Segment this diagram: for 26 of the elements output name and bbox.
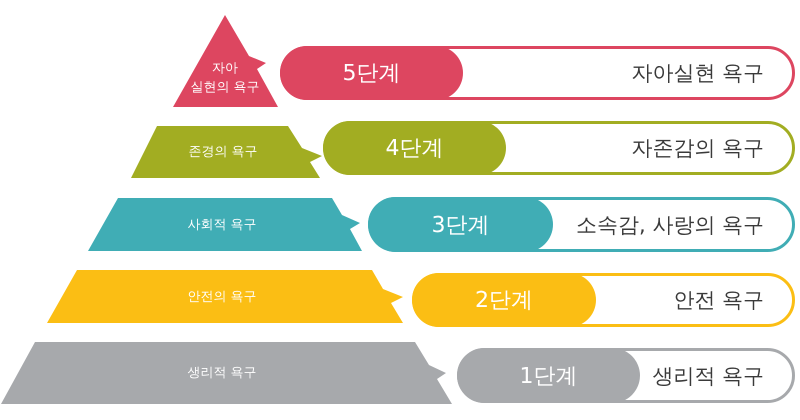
pyramid-tier bbox=[131, 126, 322, 178]
stage-badge bbox=[280, 46, 463, 100]
tier-label: 생리적 욕구 bbox=[187, 364, 257, 382]
pyramid-tier bbox=[88, 198, 362, 251]
pyramid-tier bbox=[1, 342, 452, 404]
stage-bar bbox=[412, 273, 795, 327]
need-label: 안전 욕구 bbox=[673, 287, 764, 314]
stage-badge bbox=[412, 273, 596, 327]
need-label: 소속감, 사랑의 욕구 bbox=[576, 212, 764, 238]
stage-badge bbox=[323, 121, 506, 175]
need-label: 생리적 욕구 bbox=[652, 362, 764, 390]
stage-label: 4단계 bbox=[386, 135, 444, 163]
stage-label: 3단계 bbox=[432, 212, 490, 240]
stage-label: 1단계 bbox=[520, 362, 578, 390]
tier-label: 존경의 욕구 bbox=[188, 144, 258, 162]
stage-bar bbox=[280, 46, 795, 100]
stage-bar bbox=[323, 121, 795, 175]
pyramid-tier bbox=[173, 15, 278, 107]
tier-label: 자아 실현의 욕구 bbox=[190, 60, 260, 97]
need-label: 자아실현 욕구 bbox=[631, 60, 764, 87]
stage-label: 5단계 bbox=[342, 60, 400, 88]
pyramid-tier bbox=[47, 270, 403, 323]
tier-label: 안전의 욕구 bbox=[187, 288, 257, 306]
tier-label: 사회적 욕구 bbox=[187, 216, 257, 234]
need-label: 자존감의 욕구 bbox=[631, 135, 764, 162]
stage-label: 2단계 bbox=[475, 287, 533, 315]
